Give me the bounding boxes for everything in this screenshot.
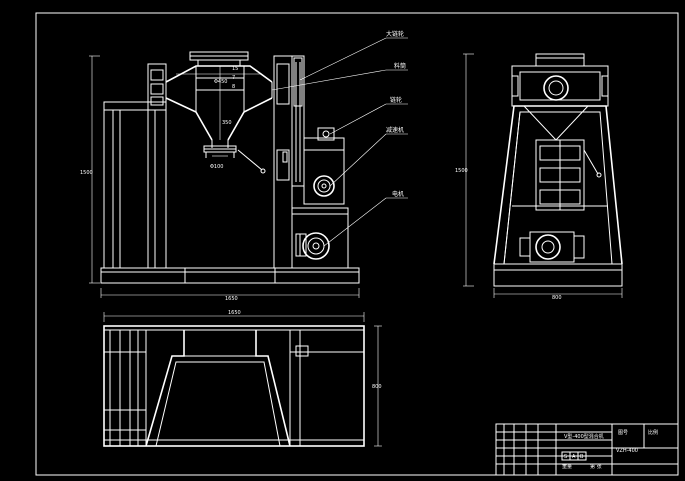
side-inlet — [535, 53, 585, 67]
side-height-dim: 1500 — [455, 168, 468, 174]
plan-outline — [103, 325, 365, 447]
title-s2: A — [572, 454, 576, 460]
side-width-dim: 800 — [552, 295, 562, 301]
callout-barrel: 料筒 — [394, 62, 406, 70]
title-material: 图号 — [618, 430, 628, 436]
title-weight: 重量 — [562, 463, 572, 470]
valve-handle — [237, 149, 263, 171]
chain-guard — [291, 55, 305, 187]
front-base — [100, 267, 360, 284]
callout-motor: 电机 — [392, 190, 404, 198]
motor-frame — [291, 207, 349, 269]
front-view: 15 7 8 Φ450 350 Φ100 — [80, 30, 408, 302]
title-name: V型-400型混合机 — [564, 433, 604, 440]
dim-opening: Φ450 — [214, 79, 227, 85]
small-sprocket — [317, 127, 335, 141]
title-s3: B — [580, 454, 584, 460]
dim-small-1: 15 — [232, 66, 238, 72]
callout-reducer: 减速机 — [386, 126, 404, 134]
title-drawing-no: VZH-400 — [616, 448, 638, 454]
left-frame — [103, 101, 167, 269]
reducer-wheel — [313, 175, 335, 197]
dim-small-2: 7 — [232, 75, 235, 81]
callout-large-sprocket: 大链轮 — [386, 30, 404, 38]
reducer-housing — [303, 137, 345, 205]
title-block: V型-400型混合机 VZH-400 图号 比例 S A B 重量 第 张 — [495, 423, 679, 476]
side-view: 1500 800 — [455, 53, 623, 301]
sheet-frame — [35, 12, 679, 476]
plan-width-dim: 1650 — [228, 310, 241, 316]
motor-pulley — [302, 232, 330, 260]
callout-sprocket: 链轮 — [390, 96, 402, 104]
mixing-drum — [165, 51, 273, 174]
front-width-dim: 1650 — [225, 296, 238, 302]
dim-cone-len: 350 — [222, 120, 232, 126]
dim-outlet: Φ100 — [210, 164, 223, 170]
plan-depth-dim: 800 — [372, 384, 382, 390]
title-scale: 比例 — [648, 429, 658, 436]
dim-small-3: 8 — [232, 84, 235, 90]
side-base — [493, 263, 623, 287]
title-s1: S — [564, 454, 567, 460]
plan-view: 1650 800 — [103, 310, 382, 447]
front-height-dim: 1500 — [80, 170, 93, 176]
title-sheet: 第 张 — [590, 463, 602, 470]
